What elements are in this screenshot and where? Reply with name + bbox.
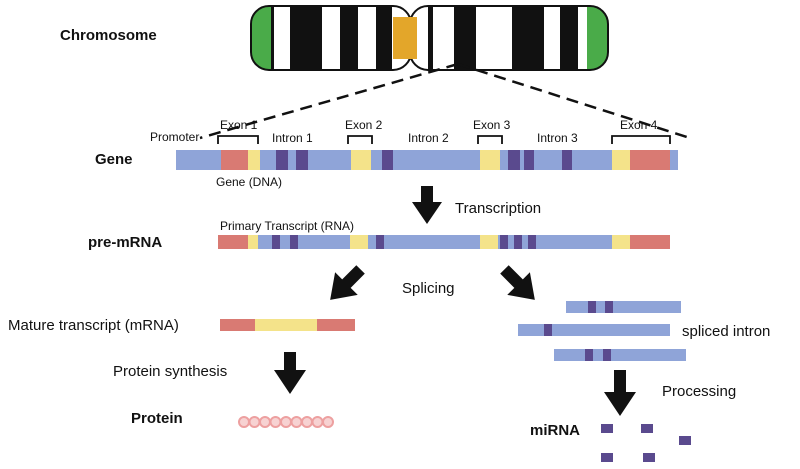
spliced-intron-label: spliced intron [682,323,771,340]
transcription-label: Transcription [455,200,542,217]
mirna-fragment [679,436,691,445]
exon4-bracket [611,135,671,144]
gene-dna-bar [176,150,678,170]
pre-mrna-bar [218,235,670,249]
protein-bead [311,416,324,428]
exon2-bracket [347,135,373,144]
splicing-label: Splicing [402,280,455,297]
mirna-fragment [601,453,613,462]
utr-segment [630,150,670,170]
intron2-label: Intron 2 [408,131,449,145]
protein-bead [290,416,303,428]
exon-segment [612,150,630,170]
protein-bead [280,416,292,428]
exon-brackets [217,135,671,144]
protein-bead [269,416,282,428]
mirna-label: miRNA [530,422,581,439]
gene-label: Gene [95,151,133,168]
processing-arrow-icon [604,370,636,416]
transcription-arrow-icon [412,186,442,224]
utr-segment [221,150,248,170]
chromosome-icon [250,5,609,71]
intron3-label: Intron 3 [537,131,578,145]
protein-bead [322,416,334,428]
gene-dna-label: Gene (DNA) [216,175,283,189]
exon2-label: Exon 2 [345,118,383,132]
spliced-intron-bars [518,301,686,361]
protein-bead [301,416,313,428]
exon3-bracket [477,135,503,144]
exon-segment [480,150,500,170]
mirna-fragment [601,424,613,433]
mature-mrna-bar [220,319,355,331]
centromere [393,17,417,59]
promoter-label: Promoter [150,130,200,144]
processing-label: Processing [662,383,737,400]
exon3-label: Exon 3 [473,118,511,132]
pre-mrna-label: pre-mRNA [88,234,163,251]
exon4-label: Exon 4 [620,118,658,132]
exon1-bracket [217,135,259,144]
protein-bead [259,416,271,428]
protein-label: Protein [131,410,183,427]
splicing-arrow-left-icon [330,265,365,300]
chromosome-label: Chromosome [60,27,157,44]
protein-chain [238,416,334,428]
mirna-fragments [601,424,691,462]
exon-segment [351,150,371,170]
mirna-fragment [641,424,653,433]
splicing-arrow-right-icon [500,265,535,300]
protein-synthesis-label: Protein synthesis [113,363,228,380]
primary-transcript-label: Primary Transcript (RNA) [220,219,355,233]
mature-transcript-label: Mature transcript (mRNA) [8,317,179,334]
zoom-line-right [457,62,691,140]
protein-bead [248,416,261,428]
protein-bead [238,416,250,428]
exon1-label: Exon 1 [220,118,258,132]
mirna-fragment [643,453,655,462]
exon-segment [248,150,260,170]
protein-synthesis-arrow-icon [274,352,306,394]
zoom-line-left [199,62,459,140]
intron1-label: Intron 1 [272,131,313,145]
